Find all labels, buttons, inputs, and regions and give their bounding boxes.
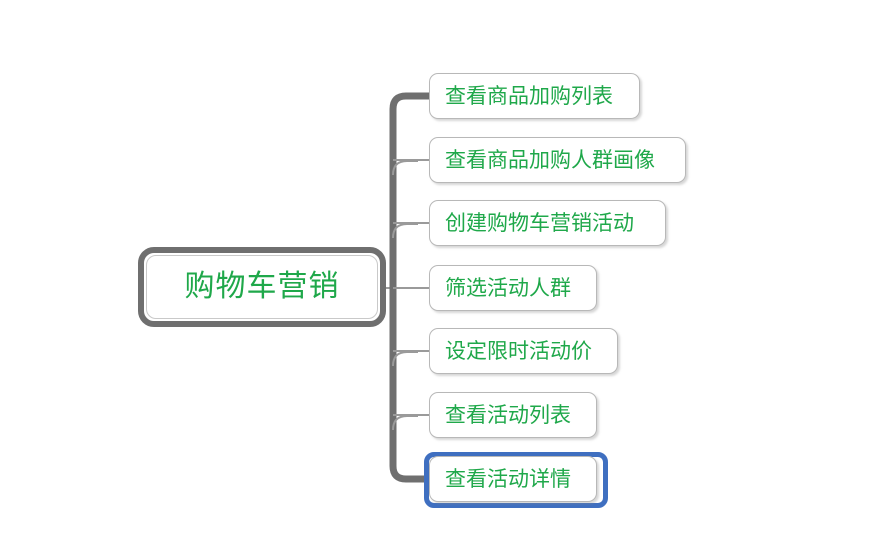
root-node-label: 购物车营销 bbox=[184, 270, 340, 303]
branch-elbow-5 bbox=[392, 351, 418, 367]
branch-elbow-3 bbox=[392, 223, 418, 239]
child-node-label-4: 筛选活动人群 bbox=[445, 275, 571, 300]
child-node-label-5: 设定限时活动价 bbox=[445, 338, 592, 363]
branch-elbow-2 bbox=[392, 160, 418, 176]
mindmap-child-node-3[interactable]: 创建购物车营销活动 bbox=[429, 200, 666, 246]
child-node-label-1: 查看商品加购列表 bbox=[445, 83, 613, 108]
root-node-inner: 购物车营销 bbox=[146, 255, 378, 319]
mindmap-child-node-6[interactable]: 查看活动列表 bbox=[429, 392, 597, 438]
child-node-label-6: 查看活动列表 bbox=[445, 402, 571, 427]
mindmap-child-node-1[interactable]: 查看商品加购列表 bbox=[429, 73, 640, 119]
mindmap-child-node-4[interactable]: 筛选活动人群 bbox=[429, 265, 597, 311]
branch-elbow-6 bbox=[392, 415, 418, 431]
mindmap-child-node-5[interactable]: 设定限时活动价 bbox=[429, 328, 618, 374]
mindmap-root-node[interactable]: 购物车营销 bbox=[138, 247, 386, 327]
mindmap-child-node-7[interactable]: 查看活动详情 bbox=[429, 456, 597, 502]
child-node-label-3: 创建购物车营销活动 bbox=[445, 210, 634, 235]
child-node-label-7: 查看活动详情 bbox=[445, 466, 571, 491]
mindmap-child-node-2[interactable]: 查看商品加购人群画像 bbox=[429, 137, 686, 183]
child-node-label-2: 查看商品加购人群画像 bbox=[445, 147, 655, 172]
